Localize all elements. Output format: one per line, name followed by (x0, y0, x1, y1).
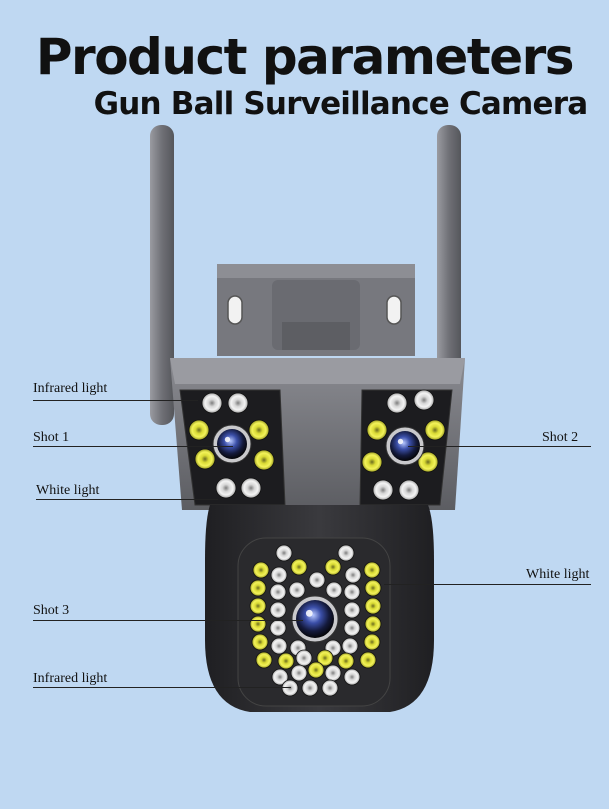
infrared-led (343, 583, 361, 601)
white-light-led (290, 558, 308, 576)
infrared-led (271, 668, 289, 686)
infrared-led (281, 679, 299, 697)
shot1-lens (212, 424, 252, 464)
infrared-led (341, 637, 359, 655)
infrared-led (398, 479, 420, 501)
white-light-led (359, 651, 377, 669)
infrared-led (270, 566, 288, 584)
callout-white-left: White light (36, 483, 100, 498)
infrared-led (325, 581, 343, 599)
infrared-led (290, 664, 308, 682)
callout-white-right: White light (526, 567, 590, 582)
callout-line-infrared-bottom (33, 687, 291, 688)
infrared-led (321, 679, 339, 697)
white-light-led (194, 448, 216, 470)
white-light-led (337, 652, 355, 670)
white-light-led (361, 451, 383, 473)
infrared-led (295, 649, 313, 667)
infrared-led (337, 544, 355, 562)
white-light-led (417, 451, 439, 473)
lenses (212, 424, 425, 643)
white-light-led (248, 419, 270, 441)
infrared-led (269, 583, 287, 601)
white-light-led (252, 561, 270, 579)
white-light-led (364, 615, 382, 633)
callout-line-shot2 (408, 446, 591, 447)
infrared-led (386, 392, 408, 414)
callout-line-infrared-top (33, 400, 198, 401)
shot3-lens (291, 595, 339, 643)
white-light-led (316, 649, 334, 667)
callout-line-shot3 (33, 620, 303, 621)
white-light-led (424, 419, 446, 441)
infrared-led (269, 619, 287, 637)
infrared-led (343, 601, 361, 619)
white-light-led (364, 579, 382, 597)
callout-shot3: Shot 3 (33, 603, 70, 618)
white-light-led (277, 652, 295, 670)
gun-housing (170, 358, 465, 510)
white-light-led (253, 449, 275, 471)
right-antenna (437, 125, 461, 425)
white-light-led (255, 651, 273, 669)
infrared-led (270, 637, 288, 655)
white-light-led (363, 633, 381, 651)
white-light-led (249, 579, 267, 597)
infrared-led (413, 389, 435, 411)
infrared-led (372, 479, 394, 501)
infrared-led (275, 544, 293, 562)
infrared-led (343, 619, 361, 637)
infrared-led (301, 679, 319, 697)
infrared-led (324, 664, 342, 682)
mount-bracket (217, 264, 415, 356)
white-light-led (364, 597, 382, 615)
page-subtitle: Gun Ball Surveillance Camera (93, 86, 589, 122)
callout-line-white-right (384, 584, 591, 585)
white-light-led (251, 633, 269, 651)
infrared-led (344, 566, 362, 584)
white-light-led (307, 661, 325, 679)
infrared-led (240, 477, 262, 499)
white-light-led (188, 419, 210, 441)
white-light-led (366, 419, 388, 441)
infrared-led (215, 477, 237, 499)
white-light-led (324, 558, 342, 576)
infrared-led (308, 571, 326, 589)
left-antenna (150, 125, 174, 425)
callout-infrared-top: Infrared light (33, 381, 108, 396)
infrared-led (288, 581, 306, 599)
callout-line-shot1 (33, 446, 233, 447)
led-array (188, 389, 446, 697)
white-light-led (249, 615, 267, 633)
callout-line-white-left (36, 499, 218, 500)
white-light-led (249, 597, 267, 615)
callout-shot2: Shot 2 (542, 430, 579, 445)
page-title: Product parameters (35, 28, 575, 86)
callout-infrared-bottom: Infrared light (33, 671, 108, 686)
infrared-led (269, 601, 287, 619)
white-light-led (363, 561, 381, 579)
infrared-led (343, 668, 361, 686)
infrared-led (201, 392, 223, 414)
callout-shot1: Shot 1 (33, 430, 70, 445)
infrared-led (227, 392, 249, 414)
